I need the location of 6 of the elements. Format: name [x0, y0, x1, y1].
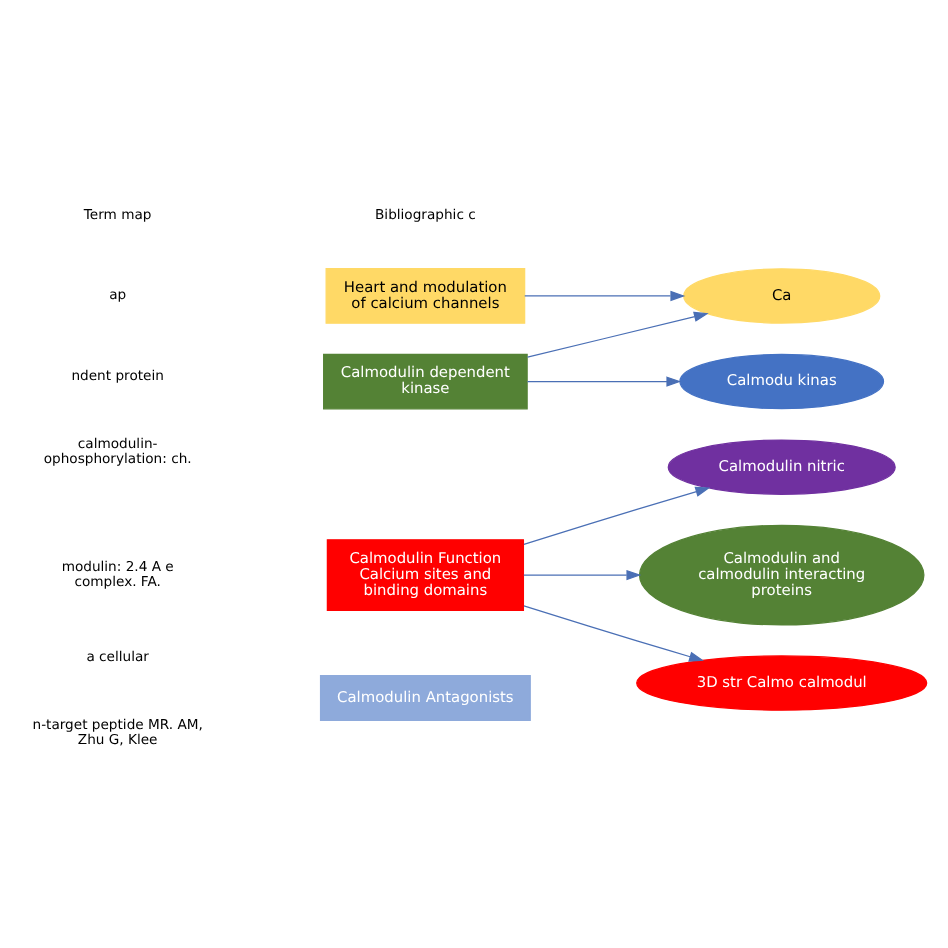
arrow	[523, 569, 642, 581]
arrow	[523, 486, 711, 545]
arrow	[524, 290, 686, 302]
arrow	[526, 311, 709, 358]
arrow	[523, 605, 704, 662]
arrow	[526, 376, 682, 387]
